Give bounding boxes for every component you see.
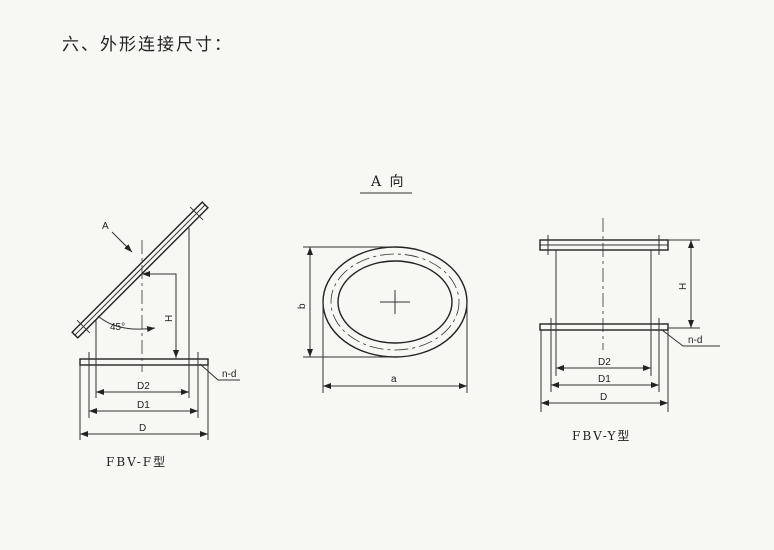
fbv-f-caption: FBV-F型 bbox=[106, 455, 167, 469]
hole-label: n-d bbox=[688, 335, 702, 346]
fbv-y-caption: FBV-Y型 bbox=[572, 429, 631, 443]
view-title: A 向 bbox=[370, 174, 406, 190]
dim-d2: D2 bbox=[137, 381, 150, 392]
dim-d: D bbox=[139, 423, 146, 434]
b-label: b bbox=[297, 303, 308, 309]
a-view-drawing: A 向 b a bbox=[297, 174, 468, 393]
a-label: a bbox=[391, 374, 397, 385]
inclined-flange bbox=[71, 201, 209, 339]
dim-d2: D2 bbox=[598, 357, 611, 368]
fbv-f-drawing: D2 D1 D H 45° A n-d FBV-F型 bbox=[71, 201, 240, 469]
view-arrow-label: A bbox=[102, 221, 109, 232]
dim-d1: D1 bbox=[598, 374, 611, 385]
fbv-y-drawing: H n-d D2 D1 D FBV-Y型 bbox=[539, 218, 720, 443]
height-label: H bbox=[678, 283, 689, 290]
angle-label: 45° bbox=[110, 322, 125, 333]
dim-d: D bbox=[600, 392, 607, 403]
hole-label: n-d bbox=[222, 369, 236, 380]
dim-d1: D1 bbox=[137, 400, 150, 411]
height-label: H bbox=[164, 315, 175, 322]
bottom-flange bbox=[539, 323, 669, 331]
section-heading: 六、外形连接尺寸： bbox=[62, 35, 233, 55]
base-flange bbox=[79, 358, 209, 366]
